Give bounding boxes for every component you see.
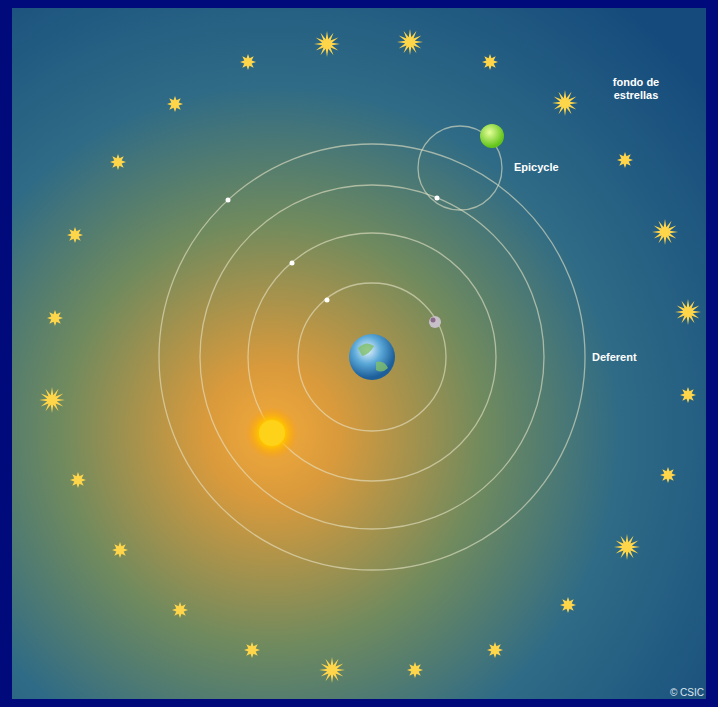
background-star [487,642,503,658]
background-star [560,597,576,613]
background-star [660,467,676,483]
background-star [397,29,423,55]
background-stars-label: fondo de estrellas [612,76,660,102]
background-star [652,219,678,245]
background-star [167,96,183,112]
background-star [319,657,345,683]
background-star [112,542,128,558]
background-star [110,154,126,170]
background-star [314,31,340,57]
background-star [172,602,188,618]
background-star [67,227,83,243]
background-star [482,54,498,70]
background-star [552,90,578,116]
background-star [70,472,86,488]
background-star [240,54,256,70]
deferent-label: Deferent [592,351,637,364]
background-star [39,387,65,413]
background-star [244,642,260,658]
background-star [680,387,696,403]
background-star [614,534,640,560]
epicycle-label: Epicycle [514,161,559,174]
background-star [47,310,63,326]
copyright-note: © CSIC [670,686,704,699]
background-star [407,662,423,678]
background-star [675,299,701,325]
background-star [617,152,633,168]
